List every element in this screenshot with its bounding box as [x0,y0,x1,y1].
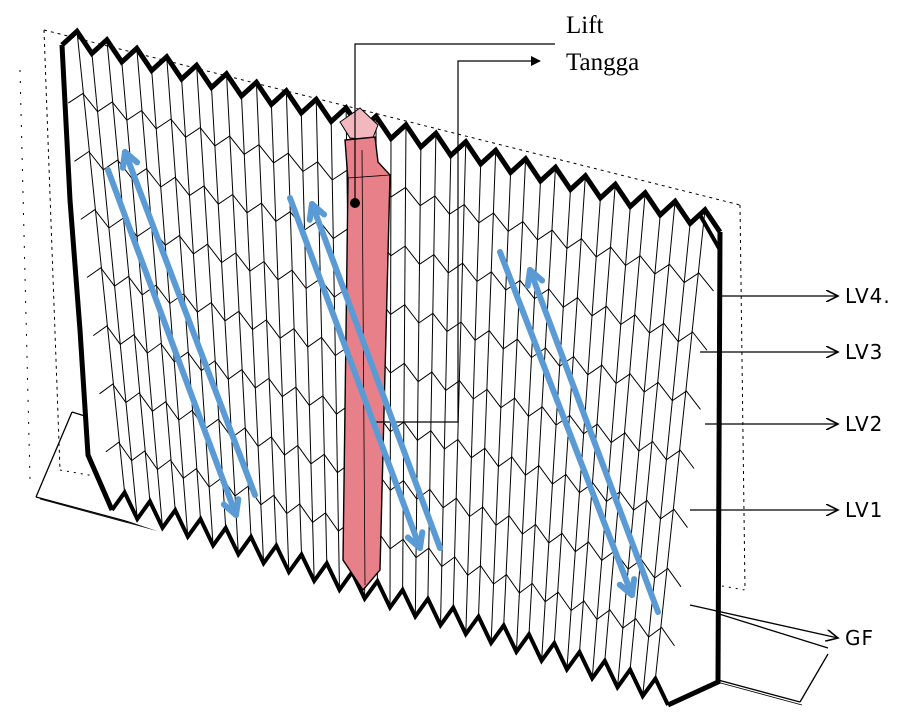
fin-line [402,124,407,590]
blue-arrow-line [309,201,443,551]
chevron-row [68,92,714,292]
tangga-label: Tangga [566,49,639,76]
level-label-lv2: LV2 [845,412,883,436]
fin-line [528,167,556,635]
fin-line [196,65,227,528]
facade-body [62,45,720,705]
callout-leaders [354,43,555,423]
fin-line [629,201,676,670]
fin-line [136,48,176,511]
fin-line [226,73,252,537]
lift-stair-core [339,107,391,592]
blue-arrow-head [404,529,426,551]
level-label-gf: GF [845,626,874,650]
blue-arrow-head [220,496,242,518]
chevron-row [86,267,695,469]
facade-edges [59,44,723,708]
blue-arrow-line [527,267,661,615]
blue-arrow-line [287,195,423,551]
facade-bottom-zigzag [110,488,670,706]
level-label-lv4: LV4. [845,284,891,308]
level-leaders [689,296,838,638]
fin-line [579,184,616,653]
fin-line [503,158,527,626]
fin-line [285,90,302,555]
chevron-row [80,209,701,410]
blue-arrow-line [105,167,239,518]
fin-line [553,175,586,644]
background-outline [19,29,746,591]
blue-arrow-line [497,249,635,598]
fin-line [654,209,706,679]
fin-line [166,56,201,520]
blue-arrow-head [306,201,328,223]
fin-line [106,39,151,502]
blue-arrow-head [524,267,546,289]
fin-line [604,192,646,661]
chevron-row [74,150,708,351]
blue-arrow-head [616,576,638,598]
circulation-arrows [105,149,661,615]
fin-line [255,82,277,546]
level-label-lv1: LV1 [845,498,883,522]
bottom-zigzag-line [110,488,670,706]
fin-line [76,31,126,493]
lift-label: Lift [566,12,604,39]
blue-arrow-line [122,149,258,498]
fin-line [452,141,467,608]
chevron-row [105,441,675,647]
fin-line [315,99,328,564]
fin-line [478,150,497,617]
blue-arrow-head [119,149,141,171]
level-label-lv3: LV3 [845,340,883,364]
